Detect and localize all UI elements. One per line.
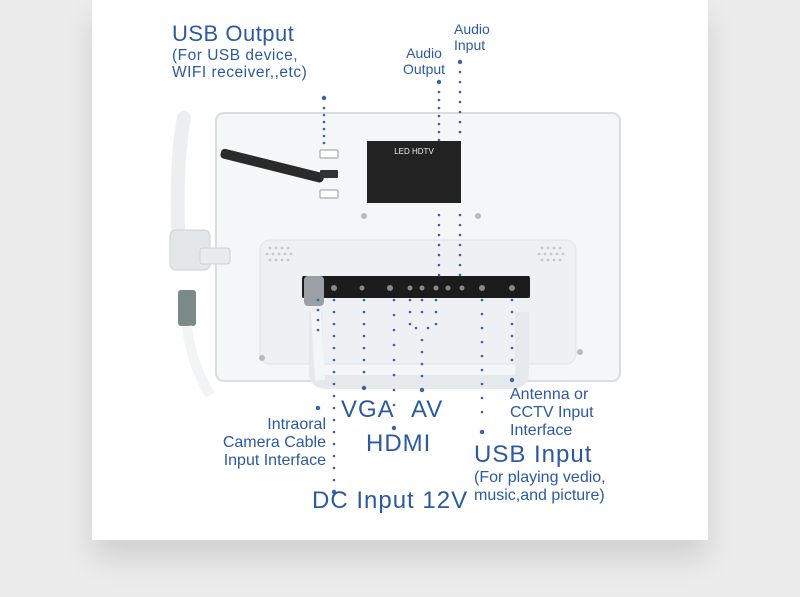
connector-panel <box>302 276 530 298</box>
usb-input-line2: music,and picture) <box>474 486 605 504</box>
av-label: AV <box>411 396 444 423</box>
intraoral-camera <box>170 111 191 237</box>
usb-input-title: USB Input <box>474 441 593 468</box>
intraoral-line2: Camera Cable <box>222 433 326 451</box>
monitor-recess <box>259 239 577 365</box>
camera-cable-jack <box>304 276 324 306</box>
antenna-line2: CCTV Input <box>510 403 594 421</box>
antenna-line3: Interface <box>510 421 573 439</box>
antenna-label: Antenna or CCTV Input Interface <box>510 386 594 440</box>
hdmi-label: HDMI <box>366 430 432 457</box>
dc-input-label: DC Input 12V <box>312 487 469 514</box>
usb-port <box>319 149 339 159</box>
usb-input-line1: (For playing vedio, <box>474 468 606 486</box>
rating-sticker: LED HDTV <box>367 141 461 203</box>
antenna-line1: Antenna or <box>510 386 589 403</box>
audio-input-line2: Input <box>454 36 486 53</box>
audio-input-line1: Audio <box>454 21 490 37</box>
usb-input-label: USB Input (For playing vedio, music,and … <box>474 441 606 505</box>
speaker-grill-left <box>265 246 293 262</box>
usb-output-line1: (For USB device, <box>172 46 299 64</box>
camera-cable <box>182 325 215 398</box>
speaker-grill-right <box>537 246 565 262</box>
audio-output-label: Audio Output <box>403 45 446 77</box>
intraoral-label: Intraoral Camera Cable Input Interface <box>208 416 326 470</box>
camera-connector <box>178 290 196 326</box>
audio-output-line1: Audio <box>406 45 442 61</box>
audio-output-line2: Output <box>403 60 446 77</box>
intraoral-line1: Intraoral <box>267 416 326 433</box>
wifi-antenna <box>220 148 325 183</box>
usb-output-line2: WIFI receiver,,etc) <box>172 63 308 81</box>
sticker-title: LED HDTV <box>394 147 434 156</box>
usb-port <box>319 189 339 199</box>
audio-input-label: Audio Input <box>454 21 490 53</box>
vga-label: VGA <box>341 396 395 423</box>
intraoral-line3: Input Interface <box>223 451 326 469</box>
usb-output-title: USB Output <box>172 21 295 46</box>
usb-port-active <box>320 170 338 178</box>
usb-output-label: USB Output (For USB device, WIFI receive… <box>172 21 308 81</box>
leader-lines <box>315 59 515 495</box>
